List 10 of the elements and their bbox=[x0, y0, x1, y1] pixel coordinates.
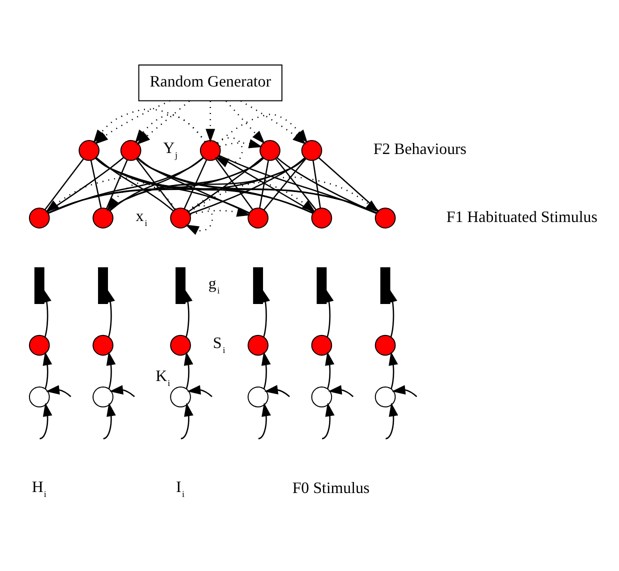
node-label: x$_{i}$ bbox=[136, 207, 148, 228]
label: F2 Behaviours bbox=[373, 140, 467, 158]
label: I$_{i}$ bbox=[176, 478, 185, 498]
node-label: K$_{i}$ bbox=[156, 367, 170, 388]
label: F1 Habituated Stimulus bbox=[446, 208, 598, 226]
node-label: Y$_{j}$ bbox=[163, 140, 178, 160]
node-label: S$_{i}$ bbox=[212, 334, 226, 355]
node-label: g$_{i}$ bbox=[208, 274, 220, 295]
label: H$_{i}$ bbox=[32, 478, 46, 498]
label: F0 Stimulus bbox=[292, 479, 370, 496]
